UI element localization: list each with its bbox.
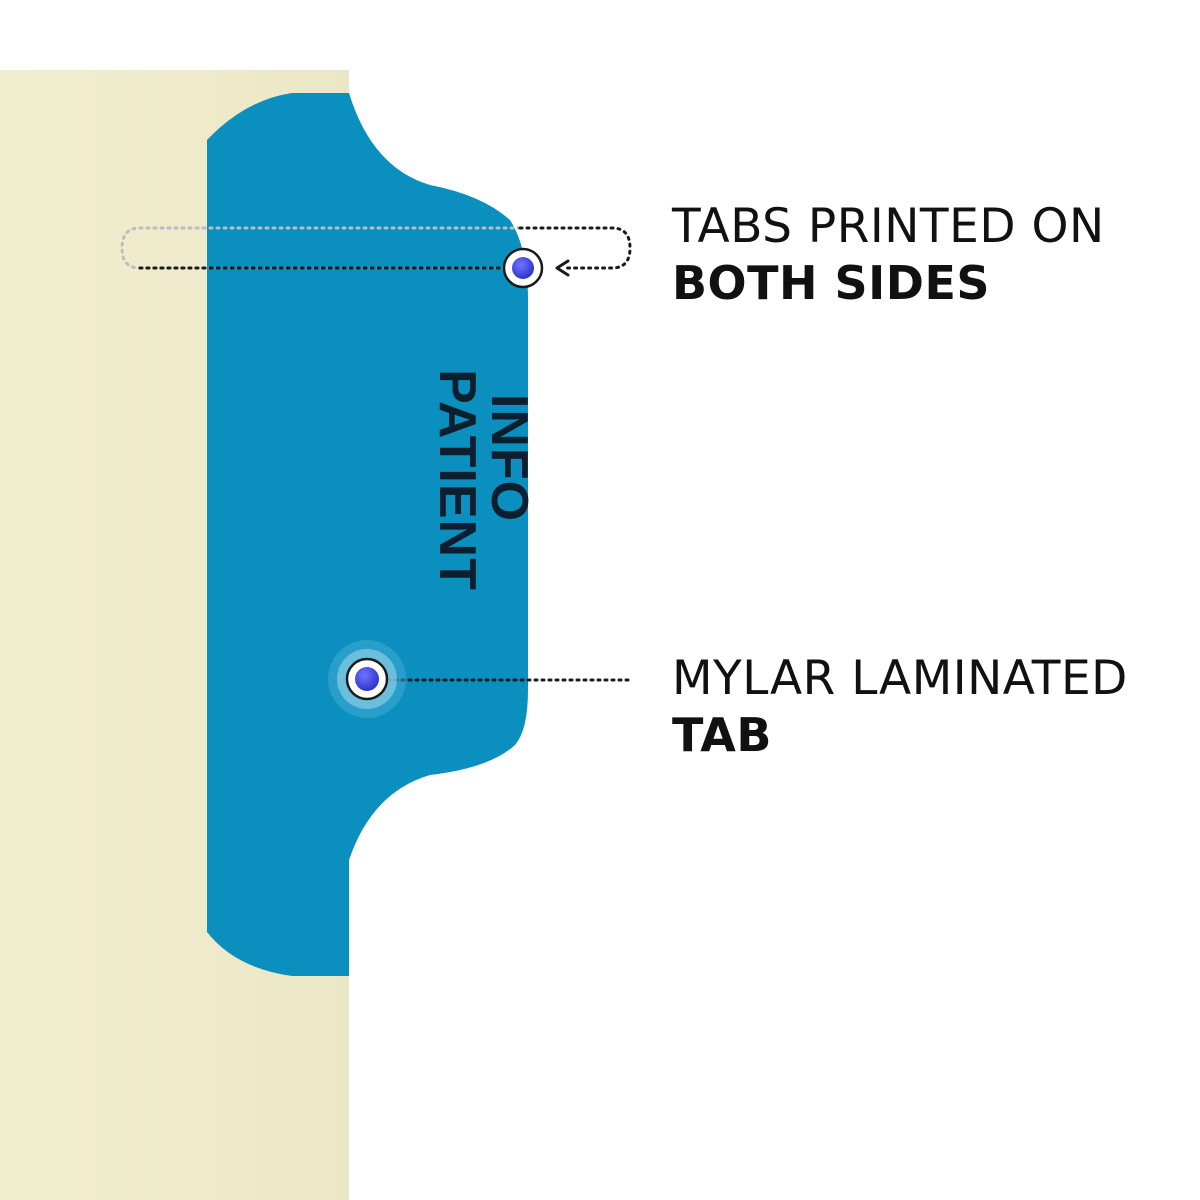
tab-label-line1: PATIENT xyxy=(428,369,486,591)
callout-mylar-line2: TAB xyxy=(672,708,772,763)
blue-tab xyxy=(207,93,528,976)
callout-both-sides-line1: TABS PRINTED ON xyxy=(672,199,1105,254)
tab-label: PATIENT INFO xyxy=(428,369,538,591)
callout-both-sides: TABS PRINTED ON BOTH SIDES xyxy=(672,198,1105,311)
arrow-left-icon xyxy=(555,259,570,277)
mylar-marker-icon xyxy=(328,640,406,718)
tab-label-line2: INFO xyxy=(480,394,538,522)
callout-mylar: MYLAR LAMINATED TAB xyxy=(672,650,1128,763)
both-sides-connector-return xyxy=(518,226,632,270)
both-sides-connector xyxy=(120,226,522,270)
callout-mylar-line1: MYLAR LAMINATED xyxy=(672,651,1128,706)
both-sides-marker-icon xyxy=(502,247,544,289)
callout-both-sides-line2: BOTH SIDES xyxy=(672,256,991,311)
